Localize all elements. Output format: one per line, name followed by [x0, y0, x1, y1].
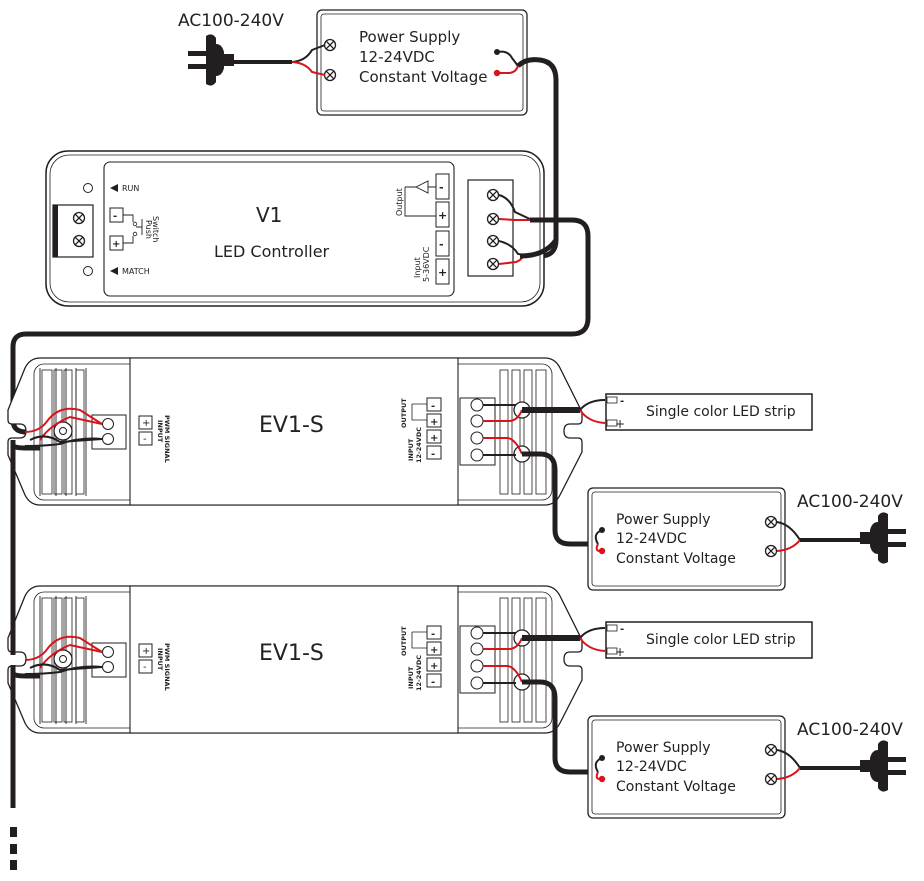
continuation-mark [10, 860, 17, 870]
terminal-sign: + [430, 661, 438, 672]
input-label: Input [413, 257, 422, 278]
plug-icon [188, 34, 234, 86]
top-power-supply: Power Supply 12-24VDC Constant Voltage [316, 9, 528, 116]
terminal-sign: - [431, 629, 435, 640]
controller-subtitle: LED Controller [214, 242, 330, 261]
output-label: OUTPUT [400, 398, 408, 428]
output-label: OUTPUT [400, 626, 408, 656]
strip-plus-sign: + [615, 645, 625, 659]
ac-label: AC100-240V [797, 720, 903, 740]
supply-line-1: Power Supply [359, 28, 460, 46]
terminal-sign: - [431, 401, 435, 412]
terminal-sign: - [431, 677, 435, 688]
pwm-input-label: INPUT [156, 648, 164, 671]
svg-text:+: + [112, 239, 120, 250]
supply-line-2: 12-24VDC [616, 759, 687, 775]
led-strip-label: Single color LED strip [646, 404, 796, 420]
ac-terminal-icon [764, 515, 778, 529]
terminal-sign: - [431, 449, 435, 460]
ac-terminal-icon [323, 38, 337, 52]
run-label: RUN [122, 184, 139, 193]
led-strip-label: Single color LED strip [646, 632, 796, 648]
continuation-mark [10, 844, 17, 854]
strip-minus-sign: - [620, 624, 624, 635]
pwm-signal-label: PWM SIGNAL [163, 643, 171, 691]
driver-name: EV1-S [259, 641, 324, 666]
plug-icon [860, 740, 906, 791]
svg-text:-: - [439, 238, 444, 251]
input-minus-sign: - [143, 662, 147, 673]
v1-controller: RUN MATCH - + Push Switch V1 LED Control… [45, 150, 545, 307]
ac-terminal-icon [323, 68, 337, 82]
power-voltage-label: 12-24VDC [415, 427, 423, 463]
input-voltage-label: 5-36VDC [422, 246, 431, 282]
power-voltage-label: 12-24VDC [415, 655, 423, 691]
driver-name: EV1-S [259, 413, 324, 438]
match-label: MATCH [122, 267, 150, 276]
power-input-label: INPUT [407, 438, 415, 461]
svg-text:-: - [439, 181, 444, 194]
input-minus-sign: - [143, 434, 147, 445]
switch-label: Switch [151, 216, 160, 242]
svg-text:+: + [438, 209, 447, 222]
terminal-sign: + [430, 433, 438, 444]
supply-line-3: Constant Voltage [359, 68, 487, 86]
continuation-mark [10, 827, 17, 837]
supply-line-2: 12-24VDC [359, 48, 435, 66]
controller-name: V1 [256, 203, 282, 227]
supply-line-1: Power Supply [616, 512, 711, 528]
supply-line-3: Constant Voltage [616, 779, 736, 795]
push-label: Push [144, 220, 153, 239]
strip-plus-sign: + [615, 417, 625, 431]
supply-line-1: Power Supply [616, 740, 711, 756]
ac-terminal-icon [764, 743, 778, 757]
supply-line-3: Constant Voltage [616, 551, 736, 567]
strip-minus-sign: - [620, 396, 624, 407]
terminal-sign: + [430, 645, 438, 656]
input-plus-sign: + [142, 418, 150, 429]
supply-line-2: 12-24VDC [616, 531, 687, 547]
terminal-sign: + [430, 417, 438, 428]
svg-text:+: + [438, 266, 447, 279]
top-ac-label: AC100-240V [178, 11, 284, 31]
ac-label: AC100-240V [797, 492, 903, 512]
pwm-input-label: INPUT [156, 420, 164, 443]
power-input-label: INPUT [407, 666, 415, 689]
svg-text:-: - [113, 211, 117, 222]
pwm-signal-label: PWM SIGNAL [163, 415, 171, 463]
ac-terminal-icon [764, 544, 778, 558]
output-label: Output [395, 188, 404, 216]
ac-terminal-icon [764, 772, 778, 786]
input-plus-sign: + [142, 646, 150, 657]
plug-icon [860, 512, 906, 563]
